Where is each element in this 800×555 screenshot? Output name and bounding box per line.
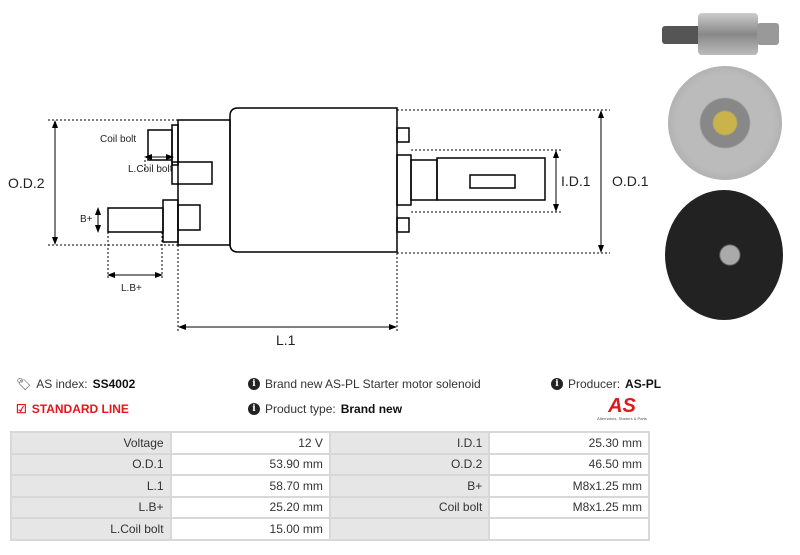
lb-label: L.B+: [121, 283, 142, 294]
spec-label: L.1: [10, 474, 172, 498]
spec-label: L.Coil bolt: [10, 517, 172, 541]
info-icon: i: [248, 378, 260, 390]
spec-label: Coil bolt: [328, 495, 491, 519]
spec-value: [488, 517, 650, 541]
spec-value: 25.20 mm: [169, 495, 331, 519]
producer-label: Producer:: [568, 377, 621, 391]
coil-bolt-label: Coil bolt: [100, 134, 136, 145]
spec-value: 58.70 mm: [169, 474, 331, 498]
description-text: Brand new AS-PL Starter motor solenoid: [265, 377, 481, 391]
as-index-value: SS4002: [92, 377, 136, 391]
standard-line: ☑ STANDARD LINE: [16, 402, 129, 416]
spec-label: [328, 517, 491, 541]
spec-value: 53.90 mm: [169, 452, 331, 476]
as-pl-logo: AS Alternators, Starters & Parts: [586, 396, 658, 426]
spec-value: M8x1.25 mm: [488, 474, 650, 498]
as-index: 🏷 AS index: SS4002: [16, 377, 135, 391]
logo-mark: AS: [608, 395, 636, 417]
product-photo-side: [662, 8, 782, 58]
solenoid-technical-drawing: O.D.2 O.D.1 I.D.1 L.1 L.B+ B+ Coil bolt …: [8, 107, 649, 348]
spec-label: B+: [328, 474, 491, 498]
spec-value: 25.30 mm: [488, 431, 650, 455]
spec-label: O.D.2: [328, 452, 491, 476]
check-square-icon: ☑: [16, 402, 27, 416]
bplus-label: B+: [80, 214, 93, 225]
product-photo-back: [665, 190, 783, 320]
product-type-value: Brand new: [340, 402, 403, 416]
spec-label: O.D.1: [10, 452, 172, 476]
spec-value: 12 V: [169, 431, 331, 455]
od1-label: O.D.1: [612, 173, 649, 189]
id1-label: I.D.1: [561, 173, 591, 189]
tags-icon: 🏷: [16, 377, 32, 391]
logo-tagline: Alternators, Starters & Parts: [597, 416, 647, 421]
l-coil-bolt-label: L.Coil bolt: [128, 164, 173, 175]
product-type-label: Product type:: [265, 402, 336, 416]
product-photo-front: [668, 66, 782, 180]
spec-label: I.D.1: [328, 431, 491, 455]
producer: i Producer: AS-PL: [551, 377, 661, 391]
as-index-label: AS index:: [36, 377, 88, 391]
standard-line-label: STANDARD LINE: [31, 402, 129, 416]
description: i Brand new AS-PL Starter motor solenoid: [248, 377, 481, 391]
spec-value: 46.50 mm: [488, 452, 650, 476]
producer-value: AS-PL: [625, 377, 662, 391]
info-icon: i: [248, 403, 260, 415]
spec-value: M8x1.25 mm: [488, 495, 650, 519]
spec-label: L.B+: [10, 495, 172, 519]
spec-label: Voltage: [10, 431, 172, 455]
l1-label: L.1: [276, 332, 296, 348]
spec-value: 15.00 mm: [169, 517, 331, 541]
product-type: i Product type: Brand new: [248, 402, 402, 416]
info-icon: i: [551, 378, 563, 390]
od2-label: O.D.2: [8, 175, 45, 191]
